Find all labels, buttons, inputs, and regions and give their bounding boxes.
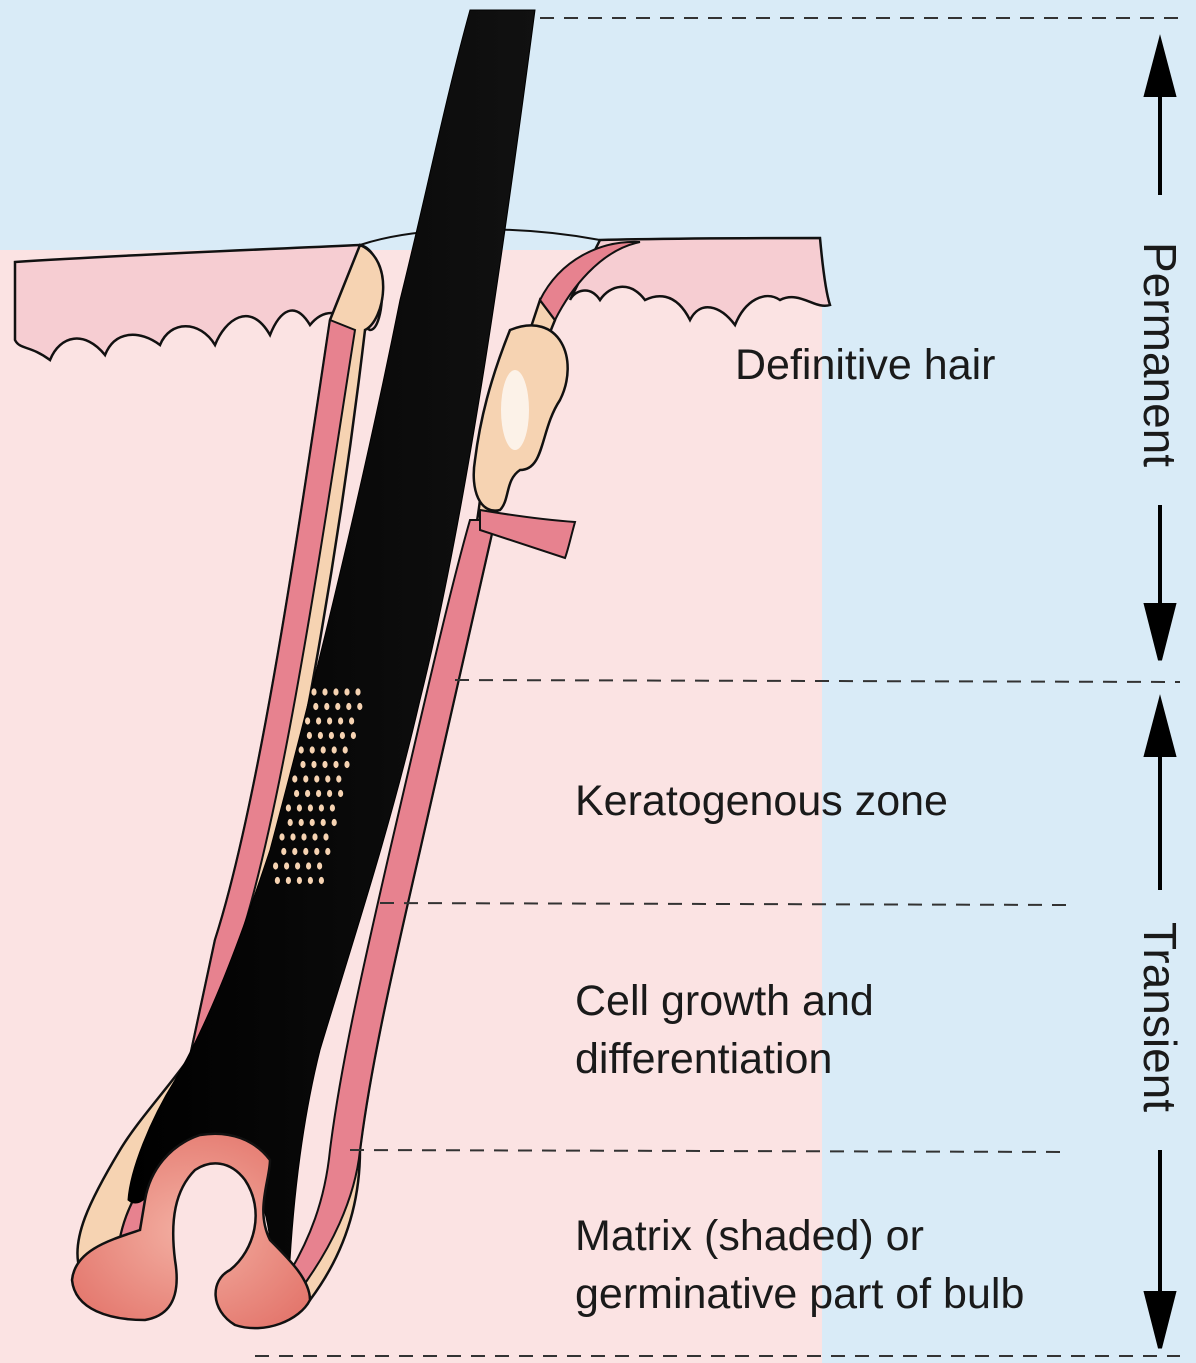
keratin-dot [290,833,295,840]
keratin-dot [327,790,332,797]
keratin-dot [292,848,297,855]
keratin-dot [308,877,313,884]
keratin-dot [316,717,321,724]
keratin-dot [311,688,316,695]
keratin-dot [319,804,324,811]
keratin-dot [323,833,328,840]
keratin-dot [344,688,349,695]
keratin-dot [305,717,310,724]
keratin-dot [351,732,356,739]
keratin-dot [312,833,317,840]
keratin-dot [279,833,284,840]
keratin-dot [318,732,323,739]
keratin-dot [297,804,302,811]
keratin-dot [307,732,312,739]
keratin-dot [321,746,326,753]
keratin-dot [338,790,343,797]
keratin-dot [295,862,300,869]
keratin-dot [297,877,302,884]
keratin-dot [336,775,341,782]
keratin-dot [294,790,299,797]
keratin-dot [305,790,310,797]
keratin-dot [319,877,324,884]
label-matrix: Matrix (shaded) or germinative part of b… [575,1207,1024,1323]
keratin-dot [314,848,319,855]
keratin-dot [343,746,348,753]
keratin-dot [325,775,330,782]
keratin-dot [299,819,304,826]
keratin-dot [346,703,351,710]
keratin-dot [314,775,319,782]
keratin-dot [332,819,337,826]
keratin-dot [275,877,280,884]
keratin-dot [349,717,354,724]
keratin-dot [303,775,308,782]
keratin-dot [330,804,335,811]
keratin-dot [322,761,327,768]
label-cell-growth: Cell growth and differentiation [575,972,874,1088]
keratin-dot [311,761,316,768]
keratin-dot [300,761,305,768]
keratin-dot [303,848,308,855]
keratin-dot [281,848,286,855]
keratin-dot [355,688,360,695]
keratin-dot [288,819,293,826]
keratin-dot [324,703,329,710]
keratin-dot [284,862,289,869]
keratin-dot [306,862,311,869]
label-permanent: Permanent [1133,242,1187,452]
keratin-dot [357,703,362,710]
keratin-dot [327,717,332,724]
label-definitive-hair: Definitive hair [735,336,996,394]
keratin-dot [286,877,291,884]
keratin-dot [321,819,326,826]
keratin-dot [333,761,338,768]
keratin-dot [335,703,340,710]
keratin-dot [310,746,315,753]
keratin-dot [344,761,349,768]
keratin-dot [292,775,297,782]
keratin-dot [317,862,322,869]
keratin-dot [325,848,330,855]
label-transient: Transient [1133,922,1187,1112]
keratin-dot [310,819,315,826]
keratin-dot [316,790,321,797]
label-keratogenous-zone: Keratogenous zone [575,772,948,830]
keratin-dot [299,746,304,753]
keratin-dot [329,732,334,739]
keratin-dot [322,688,327,695]
keratin-dot [286,804,291,811]
keratin-dot [338,717,343,724]
keratin-dot [340,732,345,739]
keratin-dot [308,804,313,811]
keratin-dot [333,688,338,695]
keratin-dot [273,862,278,869]
keratin-dot [301,833,306,840]
keratin-dot [313,703,318,710]
gland-highlight [501,370,529,450]
keratin-dot [332,746,337,753]
